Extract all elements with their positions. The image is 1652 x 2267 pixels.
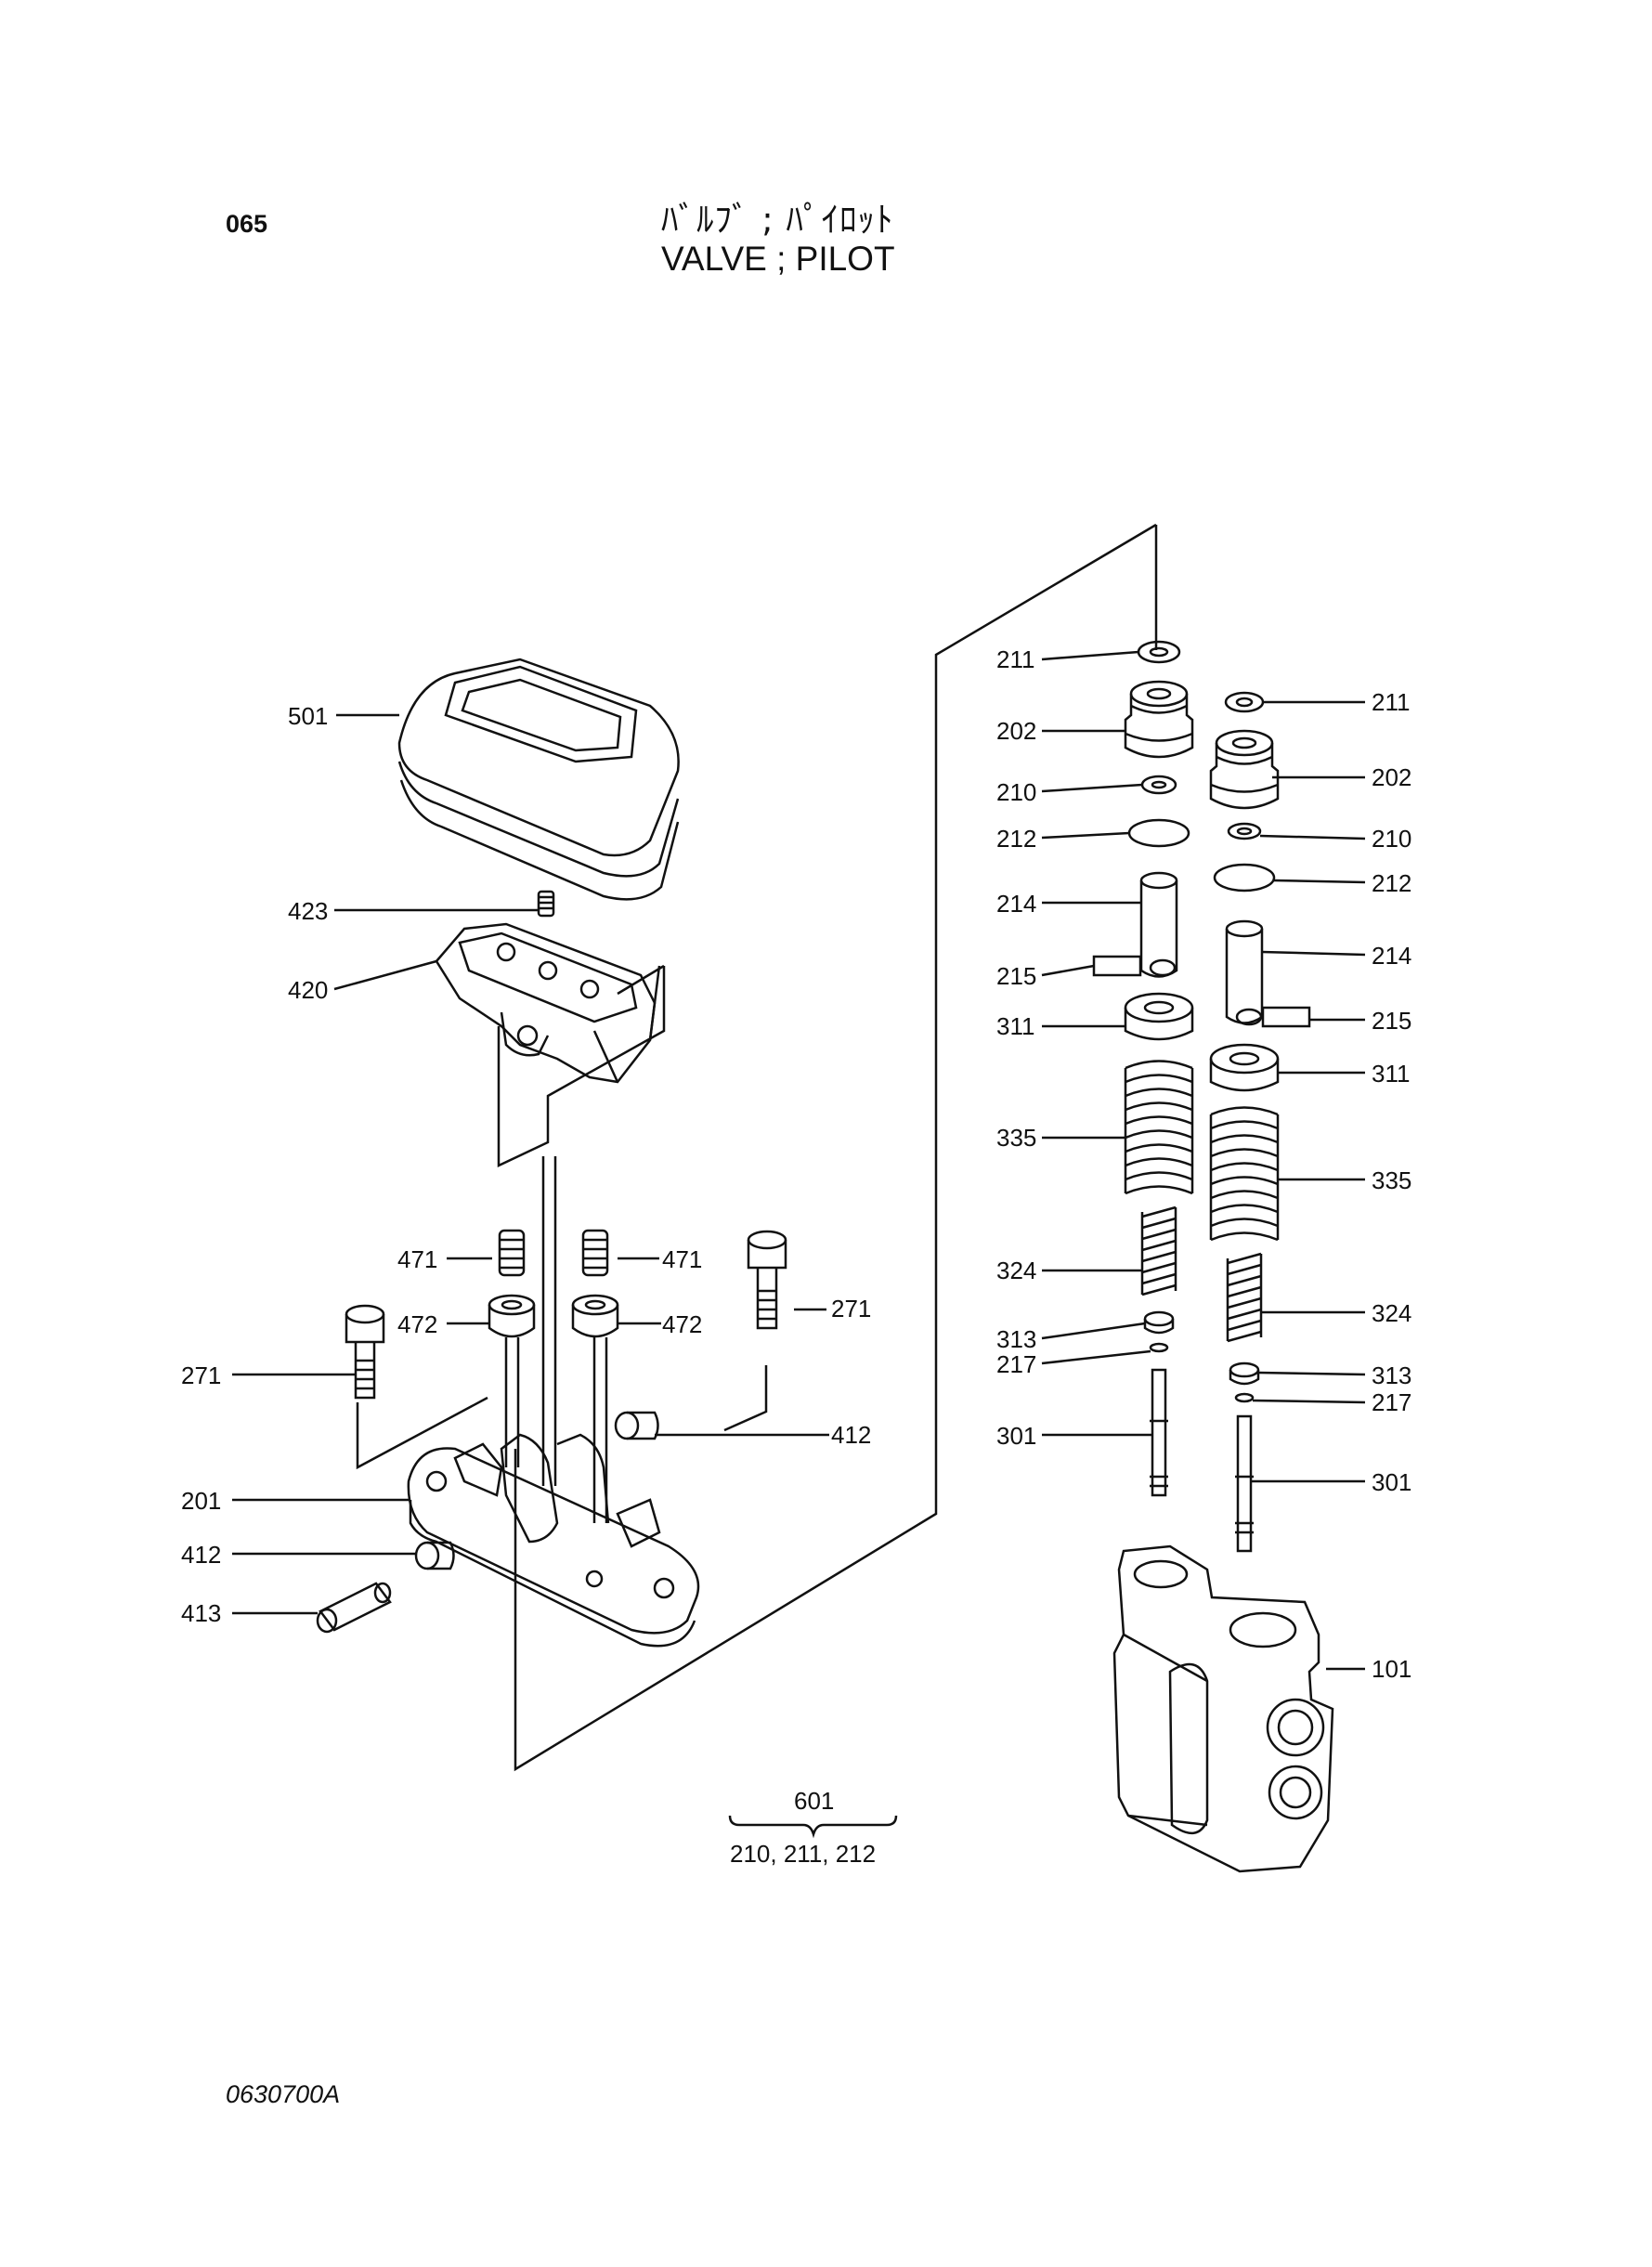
title-japanese: ﾊﾞﾙﾌﾞ ; ﾊﾟｲﾛｯﾄ <box>661 200 894 240</box>
kit-contents: 210, 211, 212 <box>730 1840 876 1868</box>
callout-271: 271 <box>181 1362 221 1389</box>
callout-271: 271 <box>831 1295 871 1322</box>
drawing-code: 0630700A <box>226 2080 341 2108</box>
callout-324: 324 <box>996 1257 1036 1284</box>
kit-brace <box>728 1815 898 1839</box>
callout-311: 311 <box>1372 1060 1410 1088</box>
part-stack-middle <box>1092 640 1194 1497</box>
callout-210: 210 <box>1372 825 1411 853</box>
callout-335: 335 <box>1372 1166 1411 1194</box>
callout-412: 412 <box>831 1421 871 1449</box>
callout-311: 311 <box>996 1012 1034 1040</box>
callout-471: 471 <box>397 1245 437 1273</box>
callout-212: 212 <box>996 825 1036 853</box>
callout-472: 472 <box>662 1310 702 1338</box>
part-push-rods <box>504 1156 608 1523</box>
callout-202: 202 <box>1372 763 1411 791</box>
callout-215: 215 <box>996 962 1036 990</box>
callout-313: 313 <box>996 1325 1036 1353</box>
leader-lines-left <box>232 713 829 1615</box>
leader-lines-middle <box>1041 650 1152 1437</box>
part-271-bolts <box>345 1230 787 1400</box>
part-501-boot <box>397 658 680 901</box>
callout-101: 101 <box>1372 1655 1411 1683</box>
kit-number: 601 <box>794 1787 834 1815</box>
part-472-bushings <box>488 1294 619 1338</box>
callout-301: 301 <box>1372 1468 1411 1496</box>
assembly-frame <box>514 523 1158 1772</box>
part-471-springs <box>498 1229 609 1277</box>
relation-lines <box>356 964 768 1470</box>
part-423-set-screw <box>537 890 555 918</box>
callout-472: 472 <box>397 1310 437 1338</box>
callout-215: 215 <box>1372 1007 1411 1035</box>
callout-labels: 501 423 420 471 471 472 472 271 271 201 … <box>181 645 1411 1868</box>
callout-217: 217 <box>1372 1388 1411 1416</box>
page-number: 065 <box>226 210 268 238</box>
callout-212: 212 <box>1372 869 1411 897</box>
callout-501: 501 <box>288 702 328 730</box>
callout-202: 202 <box>996 717 1036 745</box>
callout-324: 324 <box>1372 1299 1411 1327</box>
callout-201: 201 <box>181 1487 221 1515</box>
callout-423: 423 <box>288 897 328 925</box>
callout-420: 420 <box>288 976 328 1004</box>
callout-217: 217 <box>996 1350 1036 1378</box>
callout-210: 210 <box>996 778 1036 806</box>
part-201-base <box>407 1433 700 1648</box>
leader-lines-right <box>1251 700 1366 1671</box>
callout-335: 335 <box>996 1124 1036 1152</box>
callout-211: 211 <box>996 645 1034 673</box>
part-stack-right <box>1209 691 1311 1553</box>
callout-211: 211 <box>1372 688 1410 716</box>
callout-471: 471 <box>662 1245 702 1273</box>
part-412-pins <box>414 1411 659 1570</box>
title-english: VALVE ; PILOT <box>661 240 895 278</box>
callout-313: 313 <box>1372 1362 1411 1389</box>
callout-214: 214 <box>1372 942 1411 970</box>
part-413-pin <box>316 1582 392 1634</box>
callout-413: 413 <box>181 1599 221 1627</box>
part-101-valve-body <box>1112 1544 1334 1873</box>
callout-214: 214 <box>996 890 1036 918</box>
callout-301: 301 <box>996 1422 1036 1450</box>
part-420-plate <box>435 922 661 1084</box>
callout-412: 412 <box>181 1541 221 1569</box>
